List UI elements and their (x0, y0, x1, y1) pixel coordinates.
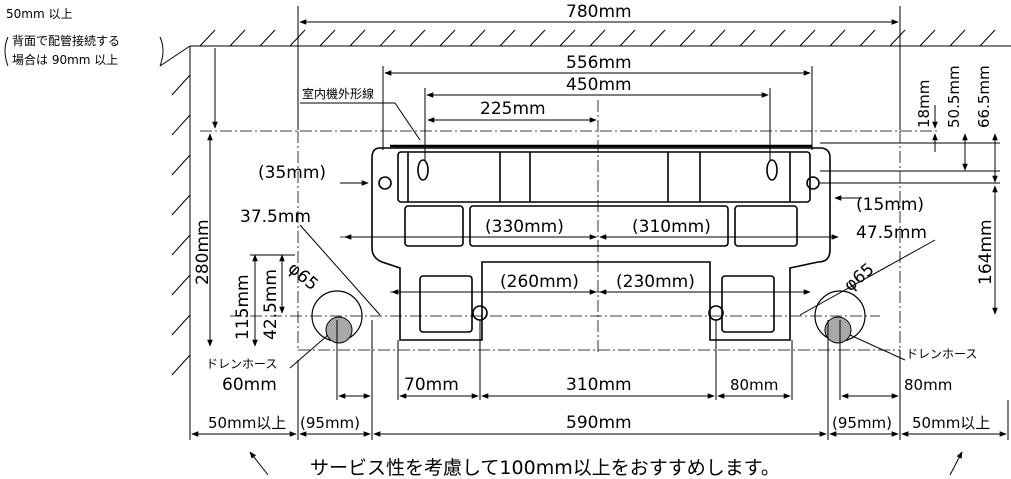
dim-47-5: 47.5mm (856, 223, 927, 243)
dim-590: 590mm (566, 413, 632, 433)
dim-230: (230mm) (616, 272, 695, 292)
dim-115: 115mm (233, 274, 253, 340)
mounting-plate (371, 144, 831, 341)
dim-35: (35mm) (258, 163, 326, 183)
clearance-note: 50mm 以上 背面で配管接続する 場合は 90mm 以上 (4, 7, 191, 67)
drain-label-left: ドレンホース (206, 357, 277, 371)
dim-15: (15mm) (856, 195, 924, 215)
dim-50-left: 50mm以上 (208, 414, 286, 432)
dim-phi-left: φ65 (284, 259, 322, 295)
dim-164: 164mm (976, 219, 996, 285)
dim-phi-right: φ65 (840, 259, 878, 295)
dim-556: 556mm (566, 53, 632, 73)
dim-37-5: 37.5mm (240, 207, 311, 227)
dim-50-5: 50.5mm (945, 65, 963, 128)
dim-450: 450mm (566, 75, 632, 95)
dim-225: 225mm (480, 99, 546, 119)
dimension-lines (189, 6, 1009, 476)
note-line1: 50mm 以上 (6, 7, 72, 21)
dim-50-right: 50mm以上 (912, 414, 990, 432)
dim-95-right: (95mm) (832, 414, 892, 432)
dim-260: (260mm) (500, 272, 579, 292)
dim-42-5: 42.5mm (261, 269, 281, 340)
outline-label: 室内機外形線 (302, 86, 374, 101)
reference-lines (200, 100, 940, 355)
dim-310a: (310mm) (632, 217, 711, 237)
side-wall-hatch (171, 46, 191, 420)
dim-330: (330mm) (485, 217, 564, 237)
service-note: サービス性を考慮して100mm以上をおすすめします。 (310, 457, 780, 479)
dim-780: 780mm (566, 2, 632, 22)
dim-80a: 80mm (730, 376, 778, 394)
dim-60: 60mm (222, 375, 277, 395)
note-line3: 場合は 90mm 以上 (12, 52, 118, 67)
dim-70: 70mm (404, 375, 459, 395)
note-line2: 背面で配管接続する (12, 33, 120, 48)
dim-80b: 80mm (904, 376, 952, 394)
dim-280: 280mm (193, 219, 213, 285)
dim-95-left: (95mm) (300, 414, 360, 432)
dim-66-5: 66.5mm (975, 65, 993, 128)
dim-310b: 310mm (566, 375, 632, 395)
ceiling-hatch (190, 29, 1011, 47)
dim-18: 18mm (915, 80, 933, 128)
drain-label-right: ドレンホース (906, 347, 977, 361)
